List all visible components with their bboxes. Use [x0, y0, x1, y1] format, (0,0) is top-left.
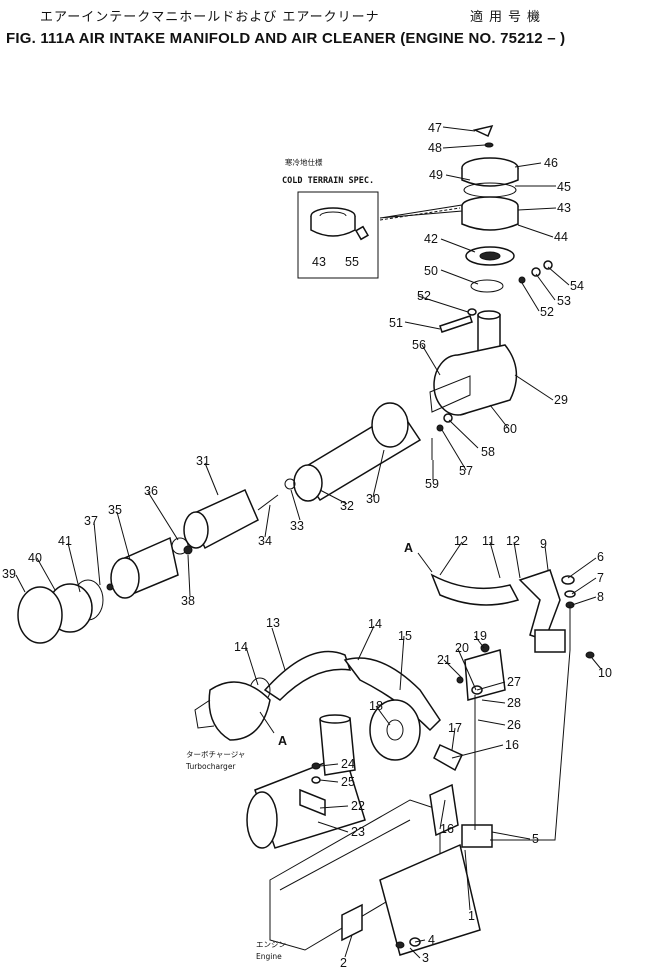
- engine-label-en: Engine: [256, 952, 282, 961]
- callout-22: 22: [351, 799, 365, 813]
- callout-34: 34: [258, 534, 272, 548]
- callout-49: 49: [429, 168, 443, 182]
- inset-title-en: COLD TERRAIN SPEC.: [282, 176, 374, 186]
- callout-58: 58: [481, 445, 495, 459]
- callout-52-left: 52: [417, 289, 431, 303]
- callout-15: 15: [398, 629, 412, 643]
- callout-52-right: 52: [540, 305, 554, 319]
- callout-33: 33: [290, 519, 304, 533]
- inset-title-jp: 寒冷地仕様: [285, 157, 323, 167]
- callout-47: 47: [428, 121, 442, 135]
- air-cleaner-body: [284, 310, 518, 502]
- header-applicable-jp: 適用号機: [470, 10, 547, 25]
- callout-35: 35: [108, 503, 122, 517]
- callout-16-lower: 16: [440, 822, 454, 836]
- intake-hoses: [249, 569, 595, 761]
- callout-46: 46: [544, 156, 558, 170]
- callout-13: 13: [266, 616, 280, 630]
- callout-54: 54: [570, 279, 584, 293]
- callout-21: 21: [437, 653, 451, 667]
- callout-6: 6: [597, 550, 604, 564]
- inset-callout-55: 55: [345, 255, 359, 269]
- callout-29: 29: [554, 393, 568, 407]
- callout-39: 39: [2, 567, 16, 581]
- callout-9: 9: [540, 537, 547, 551]
- section-a-upper: A: [404, 541, 413, 555]
- header-title-jp: エアーインテークマニホールドおよび エアークリーナ: [40, 10, 380, 25]
- callout-53: 53: [557, 294, 571, 308]
- turbocharger: ターボチャージャ Turbocharger: [185, 681, 271, 771]
- callout-23: 23: [351, 825, 365, 839]
- callout-43: 43: [557, 201, 571, 215]
- leader-lines: [15, 126, 602, 959]
- brackets: [429, 605, 571, 841]
- callout-40: 40: [28, 551, 42, 565]
- callout-41: 41: [58, 534, 72, 548]
- callout-59: 59: [425, 477, 439, 491]
- callout-8: 8: [597, 590, 604, 604]
- callout-2: 2: [340, 956, 347, 969]
- callout-12-left: 12: [454, 534, 468, 548]
- callout-48: 48: [428, 141, 442, 155]
- air-cleaner-cap-stack: [439, 124, 553, 333]
- callout-7: 7: [597, 571, 604, 585]
- callouts: 47 48 46 49 45 43 42 44 50 54 53 52 52 5…: [2, 121, 612, 969]
- inset-callout-43: 43: [312, 255, 326, 269]
- callout-11: 11: [482, 534, 495, 548]
- filter-elements: [17, 489, 279, 644]
- callout-27: 27: [507, 675, 521, 689]
- callout-18: 18: [369, 699, 383, 713]
- callout-4: 4: [428, 933, 435, 947]
- callout-42: 42: [424, 232, 438, 246]
- callout-20: 20: [455, 641, 469, 655]
- engine-block: エンジン Engine: [256, 799, 493, 961]
- callout-57: 57: [459, 464, 473, 478]
- callout-16-upper: 16: [505, 738, 519, 752]
- turbo-label-en: Turbocharger: [185, 762, 236, 771]
- callout-30: 30: [366, 492, 380, 506]
- callout-17: 17: [448, 721, 462, 735]
- lower-cylinder: [246, 714, 366, 849]
- callout-31: 31: [196, 454, 210, 468]
- callout-26: 26: [507, 718, 521, 732]
- callout-60: 60: [503, 422, 517, 436]
- callout-44: 44: [554, 230, 568, 244]
- callout-19: 19: [473, 629, 487, 643]
- callout-10: 10: [598, 666, 612, 680]
- callout-50: 50: [424, 264, 438, 278]
- figure-title: FIG. 111A AIR INTAKE MANIFOLD AND AIR CL…: [6, 30, 566, 47]
- callout-56: 56: [412, 338, 426, 352]
- callout-14-right: 14: [368, 617, 382, 631]
- callout-1: 1: [468, 909, 475, 923]
- section-a-lower: A: [278, 734, 287, 748]
- cold-terrain-inset: 寒冷地仕様 COLD TERRAIN SPEC. 43 55: [282, 157, 463, 279]
- callout-14-left: 14: [234, 640, 248, 654]
- callout-3: 3: [422, 951, 429, 965]
- callout-32: 32: [340, 499, 354, 513]
- callout-25: 25: [341, 775, 355, 789]
- callout-51: 51: [389, 316, 403, 330]
- callout-12-right: 12: [506, 534, 520, 548]
- callout-36: 36: [144, 484, 158, 498]
- engine-label-jp: エンジン: [256, 940, 286, 949]
- callout-45: 45: [557, 180, 571, 194]
- callout-37: 37: [84, 514, 98, 528]
- callout-38: 38: [181, 594, 195, 608]
- callout-5: 5: [532, 832, 539, 846]
- turbo-label-jp: ターボチャージャ: [186, 750, 245, 759]
- callout-28: 28: [507, 696, 521, 710]
- callout-24: 24: [341, 757, 355, 771]
